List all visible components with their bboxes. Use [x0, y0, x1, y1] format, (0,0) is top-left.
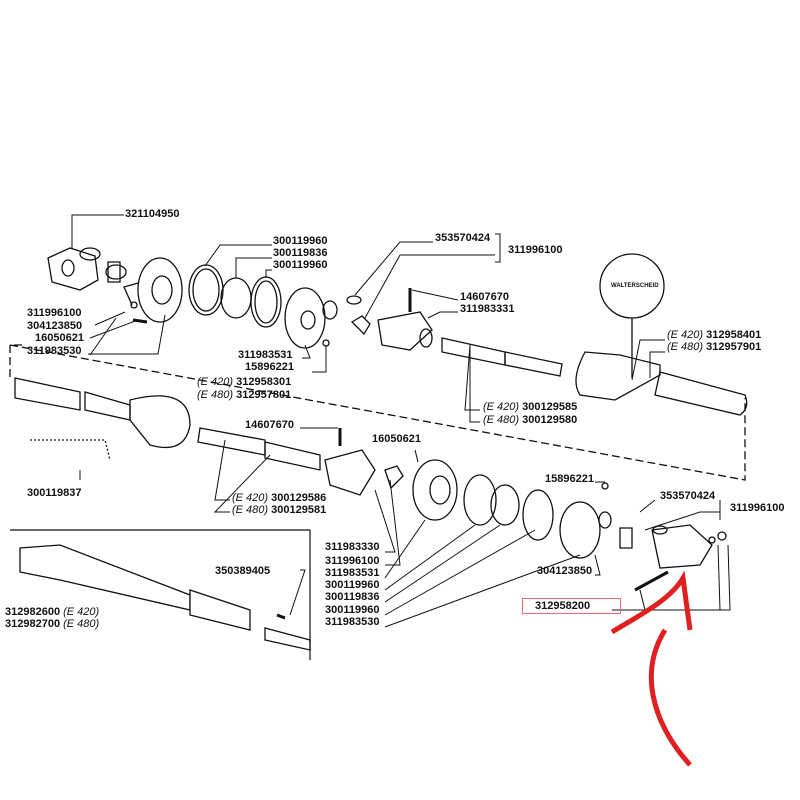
variant: (E 420)	[63, 606, 100, 618]
flange-part-4	[559, 501, 601, 559]
part-label: (E 420) 312958301	[197, 376, 291, 388]
yoke-part-3	[346, 288, 433, 351]
logo-text: WALTERSCHEID	[611, 283, 659, 289]
part-label: (E 480) 312957801	[197, 389, 291, 401]
part-label[interactable]: 311996100	[730, 502, 785, 514]
variant: (E 420)	[483, 401, 520, 413]
part-label[interactable]: 14607670	[460, 291, 509, 303]
leader-lines	[71, 214, 731, 628]
part-label: (E 480) 300129580	[483, 414, 577, 426]
part-label[interactable]: 16050621	[372, 433, 421, 445]
part-label: (E 420) 300129586	[232, 492, 326, 504]
part-label[interactable]: 300119960	[325, 604, 380, 616]
part-label: (E 420) 312958401	[667, 329, 761, 341]
part-label[interactable]: 311983331	[460, 303, 515, 315]
variant: (E 420)	[232, 492, 269, 504]
part-label[interactable]: 300119960	[273, 259, 328, 271]
part-label[interactable]: 311996100	[508, 244, 563, 256]
variant: (E 480)	[483, 414, 520, 426]
part-label[interactable]: 14607670	[245, 419, 294, 431]
part-label[interactable]: 311996100	[27, 307, 82, 319]
part-label[interactable]: 300119836	[325, 591, 380, 603]
part-number[interactable]: 312982600	[5, 606, 61, 618]
part-label[interactable]: 300119960	[273, 235, 328, 247]
part-label[interactable]: 300119960	[325, 579, 380, 591]
part-label[interactable]: 311983530	[27, 345, 82, 357]
part-label[interactable]: 353570424	[435, 232, 491, 244]
chain	[30, 439, 111, 461]
part-number[interactable]: 300129586	[271, 492, 327, 504]
part-label[interactable]: 350389405	[215, 565, 271, 577]
yoke-part-5	[619, 524, 727, 592]
part-number[interactable]: 312957901	[706, 341, 762, 353]
variant: (E 480)	[667, 341, 704, 353]
part-label[interactable]: 304123850	[537, 565, 593, 577]
guard-tube	[654, 371, 748, 416]
part-number[interactable]: 300129581	[271, 504, 327, 516]
part-number[interactable]: 312958401	[706, 329, 762, 341]
guard-cone-left	[129, 395, 191, 449]
part-label: 312982700 (E 480)	[5, 618, 99, 630]
variant: (E 420)	[667, 329, 704, 341]
part-label[interactable]: 353570424	[660, 490, 716, 502]
part-label[interactable]: 311983330	[325, 541, 380, 553]
flange-part	[123, 257, 183, 323]
red-arrow	[610, 570, 693, 767]
part-label[interactable]: 300119837	[27, 487, 82, 499]
part-label: (E 420) 300129585	[483, 401, 577, 413]
outer-tube	[197, 427, 266, 456]
part-label[interactable]: 16050621	[35, 332, 84, 344]
yoke-part-4	[324, 449, 404, 496]
part-label: (E 480) 312957901	[667, 341, 761, 353]
part-label: (E 480) 300129581	[232, 504, 326, 516]
part-label[interactable]: 300119836	[273, 247, 328, 259]
part-label[interactable]: 15896221	[545, 473, 594, 485]
inner-tube	[441, 337, 506, 366]
part-label[interactable]: 311996100	[325, 555, 380, 567]
ring-part	[188, 264, 224, 316]
part-number[interactable]: 312958301	[236, 376, 292, 388]
variant: (E 480)	[63, 618, 100, 630]
highlighted-part-label[interactable]: 312958200	[522, 598, 622, 614]
part-label[interactable]: 15896221	[245, 361, 294, 373]
part-label: 312982600 (E 420)	[5, 606, 99, 618]
part-number[interactable]: 300129585	[522, 401, 578, 413]
flange-part-3	[412, 459, 458, 521]
part-number[interactable]: 312957801	[236, 389, 292, 401]
part-number[interactable]: 312982700	[5, 618, 61, 630]
guard-cone	[575, 351, 661, 401]
part-label[interactable]: 321104950	[125, 208, 180, 220]
variant: (E 420)	[197, 376, 234, 388]
variant: (E 480)	[197, 389, 234, 401]
part-label[interactable]: 311983530	[325, 616, 380, 628]
inset-assembly	[10, 529, 311, 660]
part-label[interactable]: 304123850	[27, 320, 83, 332]
part-number[interactable]: 300129580	[522, 414, 578, 426]
bearing-part	[220, 277, 252, 319]
flange-part-2	[284, 287, 338, 349]
part-label[interactable]: 311983531	[238, 349, 293, 361]
part-label[interactable]: 311983531	[325, 567, 380, 579]
yoke-part	[47, 247, 127, 291]
guard-tube-left	[14, 377, 81, 411]
variant: (E 480)	[232, 504, 269, 516]
